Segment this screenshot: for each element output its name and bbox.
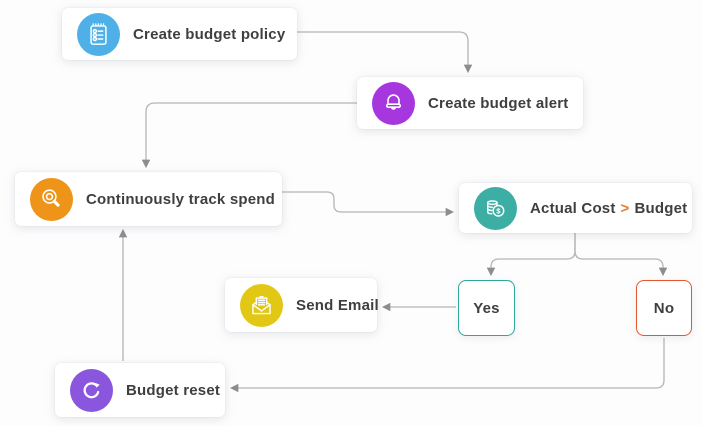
- connector-no-to-reset: [229, 338, 665, 393]
- node-yes: Yes: [458, 280, 515, 336]
- magnifier-icon: [30, 177, 73, 221]
- node-label: Yes: [473, 299, 500, 317]
- bell-icon: [372, 81, 415, 125]
- cost-operator: >: [620, 199, 630, 217]
- node-create-budget-policy: Create budget policy: [62, 8, 297, 60]
- svg-text:$: $: [496, 206, 501, 215]
- node-label: No: [653, 299, 675, 317]
- budget-list-icon: [77, 12, 120, 56]
- node-label: Create budget alert: [428, 94, 569, 112]
- coins-icon: $: [474, 186, 517, 230]
- envelope-icon: [240, 283, 283, 327]
- node-label: Send Email: [296, 296, 379, 314]
- node-label: Budget reset: [126, 381, 221, 399]
- cost-label-left: Actual Cost: [530, 199, 616, 217]
- node-create-budget-alert: Create budget alert: [357, 77, 583, 129]
- node-continuously-track-spend: Continuously track spend: [15, 172, 282, 226]
- circular-arrow-icon: [70, 368, 113, 412]
- node-no: No: [636, 280, 692, 336]
- node-actual-cost-vs-budget: $ Actual Cost > Budget: [459, 183, 692, 233]
- node-label: Actual Cost > Budget: [530, 200, 687, 217]
- node-send-email: Send Email: [225, 278, 379, 332]
- cost-label-right: Budget: [634, 199, 688, 217]
- connector-policy-to-alert: [297, 31, 473, 74]
- connector-cost-to-yes: [486, 233, 576, 277]
- connector-cost-to-no: [574, 233, 668, 277]
- node-label: Continuously track spend: [86, 190, 275, 208]
- connector-track-to-cost: [282, 191, 455, 217]
- node-label: Create budget policy: [133, 25, 286, 43]
- connector-alert-to-track: [141, 102, 357, 169]
- node-budget-reset: Budget reset: [55, 363, 225, 417]
